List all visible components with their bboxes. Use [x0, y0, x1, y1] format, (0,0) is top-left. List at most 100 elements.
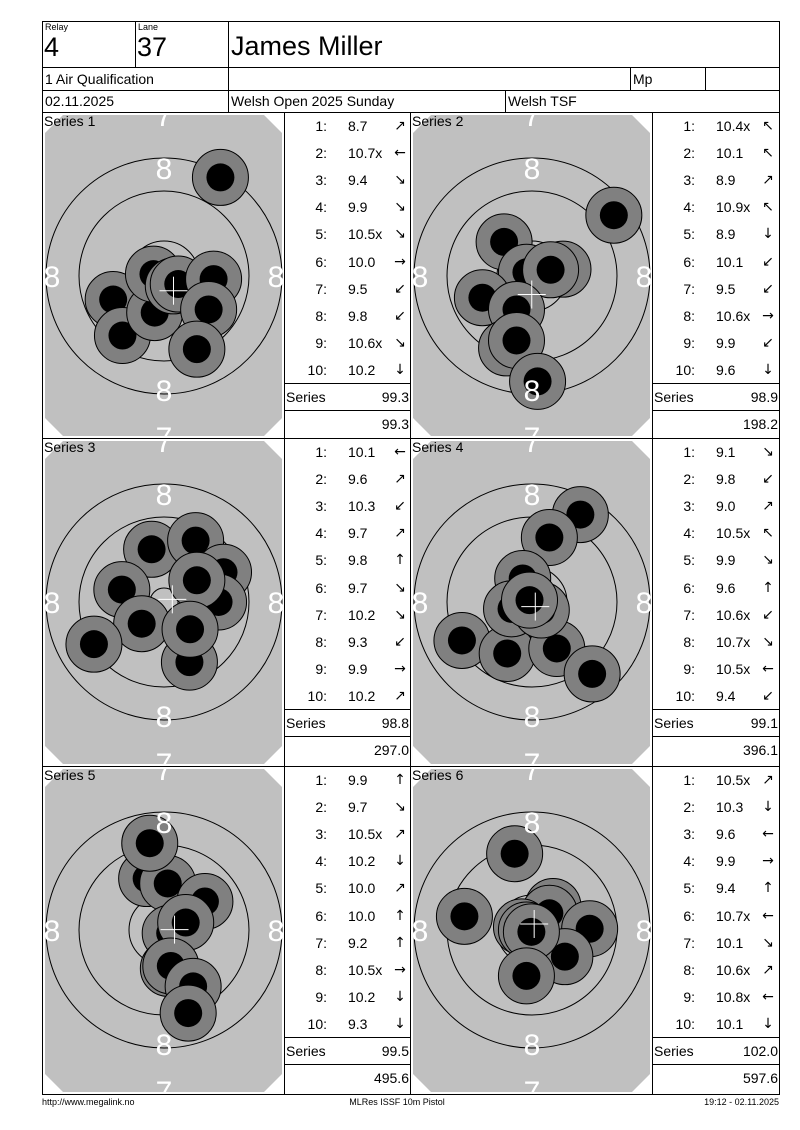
shot-score: 9.7 — [348, 579, 368, 596]
shot-number: 2: — [683, 799, 695, 816]
shot-score: 10.2 — [348, 988, 376, 1005]
scoring-ring — [413, 483, 651, 721]
shot-row: 4:9.9→ — [653, 848, 779, 875]
shot-row: 3:9.4↘ — [285, 167, 410, 194]
shot-impact — [65, 615, 123, 673]
series-total-label: Series — [286, 1043, 326, 1059]
shot-row: 7:10.6x↙ — [653, 602, 779, 629]
shot-score: 9.7 — [348, 525, 368, 542]
shot-number: 6: — [683, 579, 695, 596]
shot-score: 10.6x — [716, 606, 751, 623]
shot-impact — [113, 595, 171, 653]
shot-number: 3: — [683, 826, 695, 843]
shot-number: 1: — [683, 772, 695, 788]
arrow-up-left-icon: ↖ — [762, 199, 774, 216]
shot-number: 5: — [683, 552, 695, 569]
arrow-down-left-icon: ↙ — [762, 606, 774, 623]
footer-website[interactable]: http://www.megalink.no — [42, 1097, 135, 1107]
shot-score: 10.7x — [348, 145, 383, 162]
scoring-ring — [78, 516, 250, 688]
shot-number: 3: — [315, 498, 327, 515]
shot-row: 5:9.4↑ — [653, 875, 779, 902]
shot-impact — [159, 984, 217, 1042]
arrow-down-right-icon: ↘ — [394, 199, 406, 216]
shot-row: 9:10.8x← — [653, 984, 779, 1011]
shot-score: 10.1 — [348, 444, 376, 460]
shot-number: 4: — [315, 853, 327, 870]
ring-number-label: 8 — [268, 915, 284, 948]
arrow-down-right-icon: ↘ — [394, 226, 406, 243]
ring-number-label: 8 — [412, 261, 429, 294]
shot-row: 8:9.8↙ — [285, 303, 410, 330]
arrow-down-left-icon: ↙ — [394, 307, 406, 324]
relay-value: 4 — [44, 32, 60, 62]
group-center-cross-icon — [520, 909, 549, 938]
shot-number: 2: — [315, 145, 327, 162]
shot-number: 8: — [683, 307, 695, 324]
arrow-down-right-icon: ↘ — [394, 334, 406, 351]
shot-row: 6:9.7↘ — [285, 575, 410, 602]
arrow-up-right-icon: ↗ — [394, 525, 406, 542]
arrow-down-left-icon: ↙ — [762, 280, 774, 297]
competition-cell: Welsh Open 2025 Sunday — [228, 90, 506, 113]
ring-number-label: 8 — [44, 261, 61, 294]
group-center-cross-icon — [159, 276, 188, 305]
scoring-ring — [45, 811, 283, 1049]
target-background — [45, 441, 282, 764]
shot-score: 10.2 — [348, 687, 376, 704]
ring-number-label: 7 — [524, 767, 541, 787]
arrow-up-right-icon: ↗ — [394, 471, 406, 488]
shot-number: 7: — [315, 934, 327, 951]
shot-score: 10.3 — [716, 799, 744, 816]
shot-impact — [168, 320, 226, 378]
shot-row: 1:9.9↑ — [285, 767, 410, 794]
shot-number: 1: — [315, 772, 327, 788]
shot-score: 9.9 — [716, 552, 736, 569]
shot-row: 6:10.0→ — [285, 249, 410, 276]
shot-number: 8: — [683, 961, 695, 978]
shot-number: 3: — [683, 498, 695, 515]
shot-row: 1:9.1↘ — [653, 439, 779, 466]
shot-score: 10.6x — [348, 334, 383, 351]
shot-number: 9: — [315, 660, 327, 677]
shot-score: 10.2 — [348, 853, 376, 870]
shot-row: 8:10.5x→ — [285, 957, 410, 984]
shot-row: 2:10.7x← — [285, 140, 410, 167]
shot-row: 10:9.3↓ — [285, 1011, 410, 1038]
shot-row: 2:9.8↙ — [653, 466, 779, 493]
shot-score: 10.0 — [348, 880, 376, 897]
ring-number-label: 7 — [524, 748, 541, 766]
shot-row: 4:10.5x↖ — [653, 520, 779, 547]
shot-score: 9.9 — [716, 334, 736, 351]
shot-row: 10:10.2↓ — [285, 357, 410, 384]
ring-number-label: 8 — [524, 153, 541, 186]
ring-number-label: 8 — [524, 807, 541, 840]
shot-number: 6: — [315, 907, 327, 924]
shot-score: 10.2 — [348, 361, 376, 378]
shot-impact — [563, 645, 621, 703]
series-label: Series 2 — [412, 113, 464, 129]
shot-score: 9.9 — [348, 772, 368, 788]
series-total: 102.0 — [742, 1043, 778, 1059]
scoring-ring — [78, 190, 250, 362]
shot-row: 3:8.9↗ — [653, 167, 779, 194]
shot-score: 10.6x — [716, 961, 751, 978]
arrow-right-icon: → — [394, 253, 406, 270]
shot-number: 4: — [315, 199, 327, 216]
series-label: Series 1 — [44, 113, 96, 129]
shot-row: 8:10.7x↘ — [653, 629, 779, 656]
shot-score: 10.5x — [348, 961, 383, 978]
shot-number: 10: — [675, 361, 695, 378]
shot-number: 9: — [683, 660, 695, 677]
group-center-cross-icon — [160, 915, 189, 944]
shot-number: 10: — [307, 361, 327, 378]
shot-row: 5:9.9↘ — [653, 547, 779, 574]
shot-row: 2:9.6↗ — [285, 466, 410, 493]
series-total-label: Series — [654, 1043, 694, 1059]
shot-number: 4: — [683, 853, 695, 870]
shot-row: 6:10.7x← — [653, 903, 779, 930]
series-label: Series 4 — [412, 439, 464, 455]
shot-number: 1: — [315, 118, 327, 134]
